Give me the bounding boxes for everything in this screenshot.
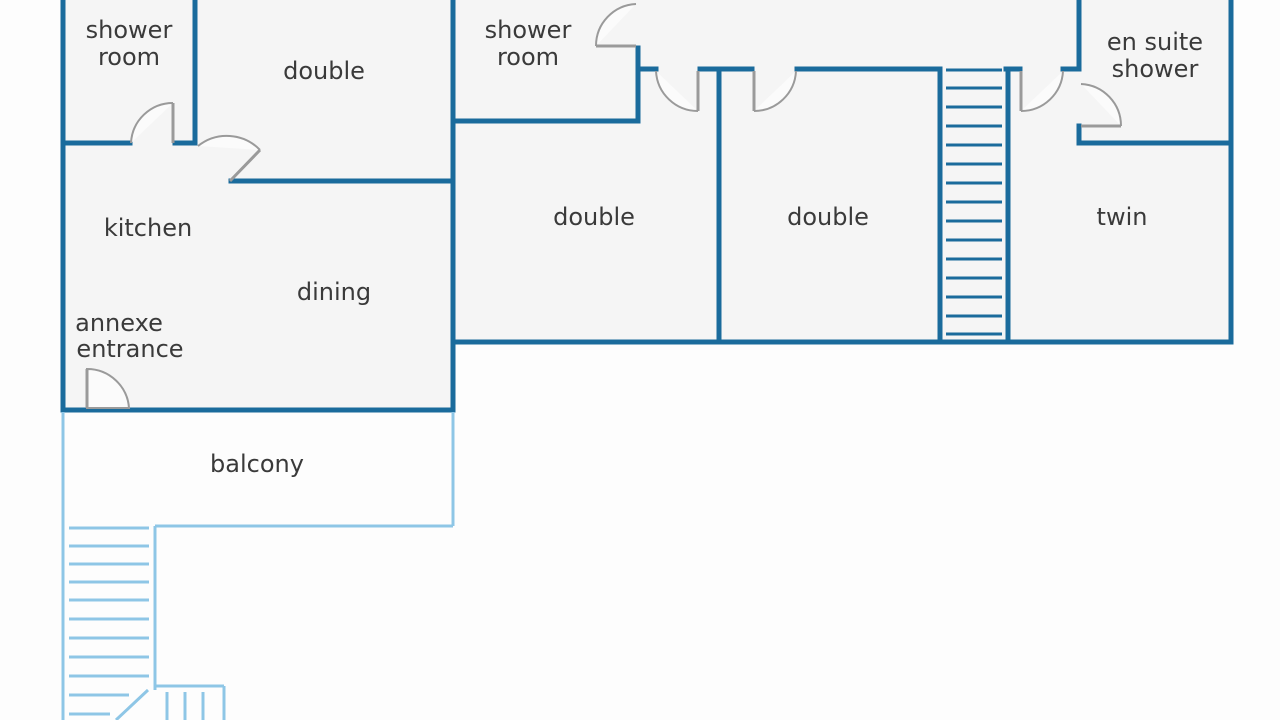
dining-label: dining [297, 278, 371, 306]
room-labels: shower room double shower room en suite … [75, 16, 1203, 478]
main-wing-fill [453, 0, 1231, 342]
door-swing [1020, 70, 1064, 113]
balcony-label: balcony [210, 450, 304, 478]
balcony-outline [61, 412, 455, 720]
doors [85, 3, 1123, 409]
door-swing [86, 367, 131, 409]
en-suite-label: shower [1112, 55, 1199, 83]
left-wing-fill [63, 0, 451, 410]
door-leaf [228, 148, 262, 183]
shower-room-label: room [497, 43, 559, 71]
door-swing [197, 134, 261, 151]
room-fills [63, 0, 1231, 410]
door-swing [130, 101, 174, 144]
twin-bedroom-label: twin [1097, 203, 1148, 231]
walls [60, 0, 1234, 413]
internal-staircase [946, 68, 1002, 336]
annexe-entrance-label: entrance [76, 335, 183, 363]
door-swing [1080, 83, 1123, 127]
double-bedroom-label: double [283, 57, 365, 85]
double-bedroom-label: double [553, 203, 635, 231]
exterior-staircase [69, 526, 205, 720]
door-swing [594, 3, 637, 47]
door-swing [753, 70, 797, 113]
en-suite-label: en suite [1107, 28, 1203, 56]
annexe-entrance-label: annexe [75, 309, 163, 337]
kitchen-label: kitchen [104, 214, 192, 242]
stair-newel [114, 688, 150, 720]
shower-room-label: shower [86, 16, 173, 44]
double-bedroom-label: double [787, 203, 869, 231]
door-swing [655, 70, 699, 113]
shower-room-label: room [98, 43, 160, 71]
shower-room-label: shower [485, 16, 572, 44]
